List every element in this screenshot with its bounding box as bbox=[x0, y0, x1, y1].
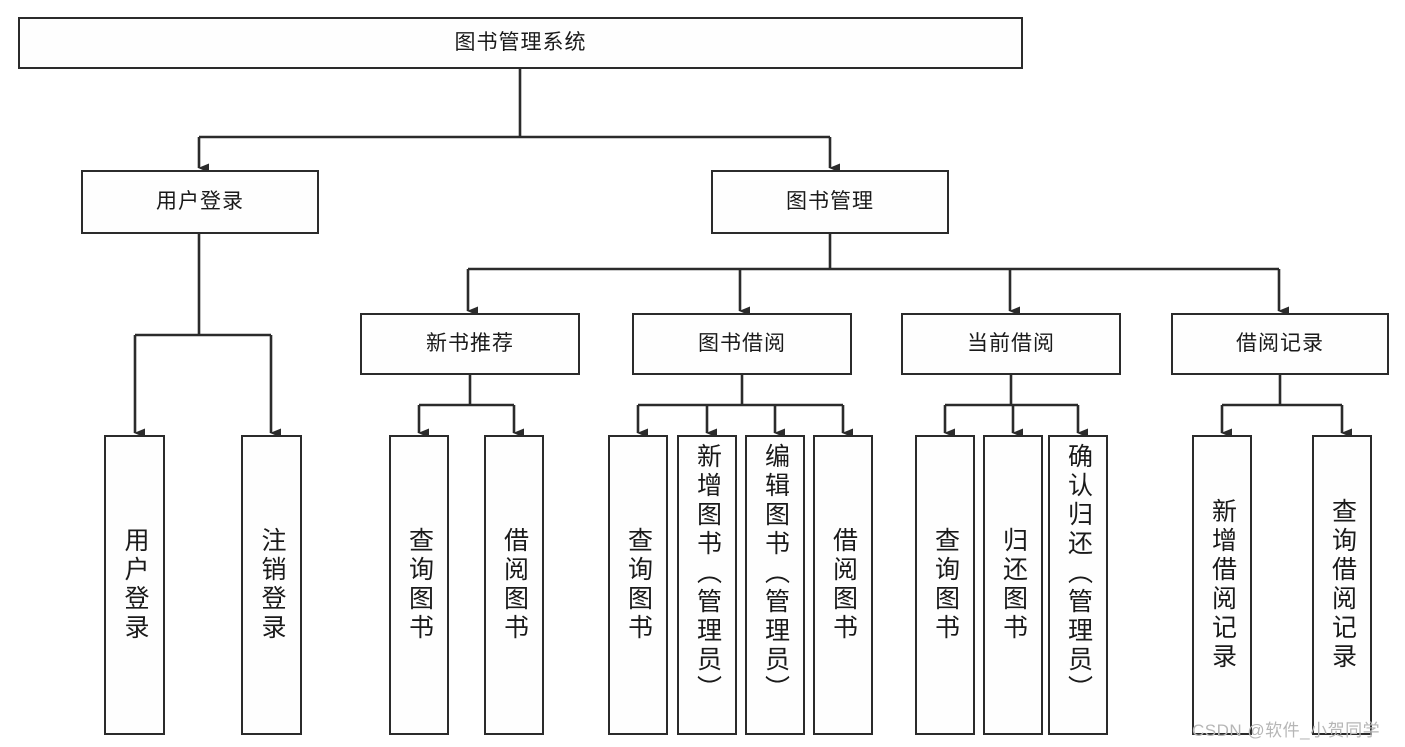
node-label: 归还图书 bbox=[999, 527, 1028, 643]
node-label: 用户登录 bbox=[121, 527, 149, 643]
node-leaf-user-logout[interactable]: 注销登录 bbox=[241, 435, 302, 735]
node-book-management[interactable]: 图书管理 bbox=[711, 170, 949, 234]
node-book-borrow[interactable]: 图书借阅 bbox=[632, 313, 852, 375]
node-label: 查询图书 bbox=[624, 527, 653, 643]
node-leaf-borrow-book-recommend[interactable]: 借阅图书 bbox=[484, 435, 544, 735]
node-leaf-edit-book-admin[interactable]: 编辑图书（管理员） bbox=[745, 435, 805, 735]
node-label: 借阅图书 bbox=[500, 527, 529, 643]
node-label: 新增图书（管理员） bbox=[693, 443, 722, 704]
node-label: 查询借阅记录 bbox=[1328, 498, 1357, 672]
node-leaf-query-book-recommend[interactable]: 查询图书 bbox=[389, 435, 449, 735]
node-label: 确认归还（管理员） bbox=[1064, 443, 1093, 704]
node-leaf-borrow-book[interactable]: 借阅图书 bbox=[813, 435, 873, 735]
node-new-book-recommend[interactable]: 新书推荐 bbox=[360, 313, 580, 375]
node-leaf-query-book-current[interactable]: 查询图书 bbox=[915, 435, 975, 735]
node-label: 当前借阅 bbox=[967, 332, 1055, 356]
node-leaf-user-login[interactable]: 用户登录 bbox=[104, 435, 165, 735]
node-label: 图书借阅 bbox=[698, 332, 786, 356]
node-leaf-return-book[interactable]: 归还图书 bbox=[983, 435, 1043, 735]
node-leaf-confirm-return-admin[interactable]: 确认归还（管理员） bbox=[1048, 435, 1108, 735]
node-label: 编辑图书（管理员） bbox=[761, 443, 790, 704]
node-label: 借阅记录 bbox=[1236, 332, 1324, 356]
node-label: 查询图书 bbox=[405, 527, 434, 643]
csdn-watermark: CSDN @软件_小贺同学 bbox=[1192, 721, 1381, 740]
node-leaf-query-book-borrow[interactable]: 查询图书 bbox=[608, 435, 668, 735]
node-user-login[interactable]: 用户登录 bbox=[81, 170, 319, 234]
node-borrow-record[interactable]: 借阅记录 bbox=[1171, 313, 1389, 375]
node-current-borrow[interactable]: 当前借阅 bbox=[901, 313, 1121, 375]
node-label: 图书管理系统 bbox=[454, 31, 587, 55]
node-root-system[interactable]: 图书管理系统 bbox=[18, 17, 1023, 69]
node-label: 图书管理 bbox=[786, 190, 874, 214]
node-label: 查询图书 bbox=[931, 527, 960, 643]
node-label: 新书推荐 bbox=[426, 332, 514, 356]
node-label: 借阅图书 bbox=[829, 527, 858, 643]
node-leaf-add-book-admin[interactable]: 新增图书（管理员） bbox=[677, 435, 737, 735]
node-label: 用户登录 bbox=[156, 190, 244, 214]
node-label: 注销登录 bbox=[258, 527, 286, 643]
node-leaf-add-borrow-record[interactable]: 新增借阅记录 bbox=[1192, 435, 1252, 735]
node-label: 新增借阅记录 bbox=[1208, 498, 1237, 672]
node-leaf-query-borrow-record[interactable]: 查询借阅记录 bbox=[1312, 435, 1372, 735]
